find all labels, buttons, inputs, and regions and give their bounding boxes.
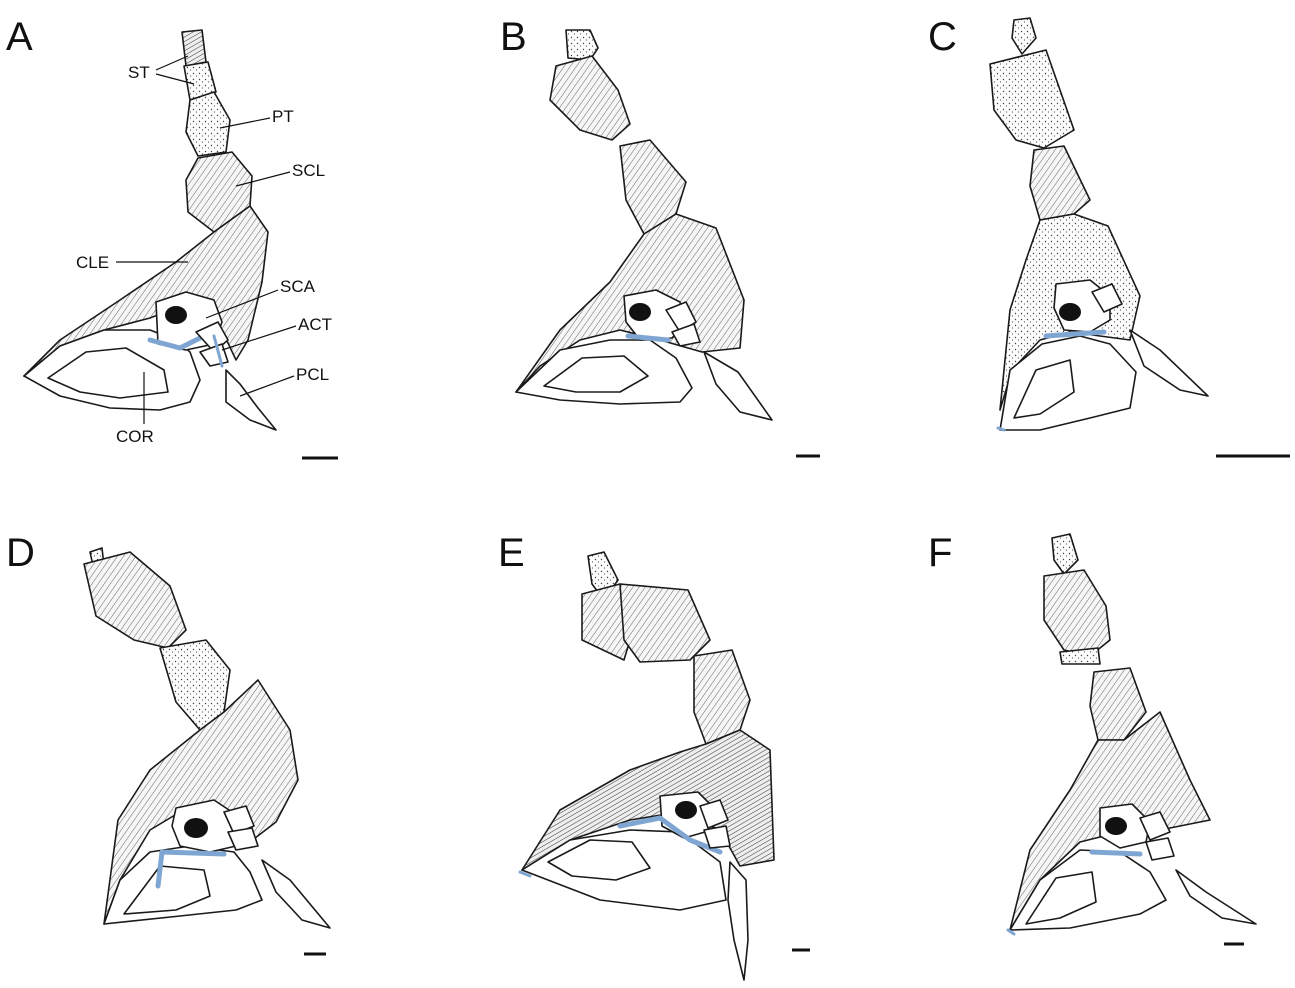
label-act: ACT bbox=[298, 315, 332, 334]
posttemporal-bone-c bbox=[990, 50, 1074, 148]
panel-f: F bbox=[928, 531, 1256, 944]
panel-letter-a: A bbox=[6, 15, 33, 59]
actinost-a2 bbox=[200, 344, 228, 366]
panel-d: D bbox=[6, 531, 330, 954]
postcleithrum-bone bbox=[226, 370, 276, 430]
scapular-foramen-c bbox=[1059, 303, 1081, 321]
panel-letter-f: F bbox=[928, 531, 952, 575]
scapular-foramen-d bbox=[184, 818, 208, 838]
scapular-foramen-e bbox=[675, 801, 697, 819]
supracleithrum-bone-c bbox=[1030, 146, 1090, 220]
actinost-f2 bbox=[1146, 838, 1174, 860]
panel-c: C bbox=[928, 15, 1290, 456]
panel-letter-b: B bbox=[500, 15, 527, 59]
panel-a: A ST PT SCL CLE SCA ACT PCL bbox=[6, 15, 338, 458]
label-pcl: PCL bbox=[296, 365, 329, 384]
posttemporal-bone bbox=[186, 92, 230, 156]
st-bone-upper bbox=[182, 30, 206, 66]
cartilage-tip-c bbox=[998, 428, 1004, 430]
leader-pcl bbox=[240, 376, 294, 396]
st-bone-b bbox=[566, 30, 598, 60]
st-bone-c bbox=[1012, 18, 1036, 54]
postcleithrum-bone-b bbox=[704, 352, 772, 420]
postcleithrum-bone-e bbox=[728, 862, 748, 980]
postcleithrum-bone-f bbox=[1176, 870, 1256, 924]
panel-letter-c: C bbox=[928, 15, 957, 59]
label-sca: SCA bbox=[280, 277, 316, 296]
postcleithrum-bone-d bbox=[262, 860, 330, 928]
posttemporal-bone-f bbox=[1044, 570, 1110, 656]
panel-letter-e: E bbox=[498, 531, 525, 575]
supracleithrum-bone-e bbox=[694, 650, 750, 744]
panel-e: E bbox=[498, 531, 810, 980]
scapular-foramen-f bbox=[1105, 817, 1127, 835]
label-scl: SCL bbox=[292, 161, 325, 180]
label-pt: PT bbox=[272, 107, 294, 126]
posttemporal-bone-d bbox=[84, 552, 186, 648]
panel-letter-d: D bbox=[6, 531, 35, 575]
posttemporal-bone-b bbox=[550, 56, 630, 140]
cartilage-band-f bbox=[1092, 852, 1140, 854]
postcleithrum-bone-c bbox=[1130, 330, 1208, 396]
st-bone-f bbox=[1052, 534, 1078, 574]
scapular-foramen-b bbox=[629, 303, 651, 321]
label-cle: CLE bbox=[76, 253, 109, 272]
posttemporal-bone-e-right bbox=[620, 584, 710, 662]
scapular-foramen bbox=[165, 306, 187, 324]
label-st: ST bbox=[128, 63, 150, 82]
panel-b: B bbox=[500, 15, 820, 456]
label-cor: COR bbox=[116, 427, 154, 446]
